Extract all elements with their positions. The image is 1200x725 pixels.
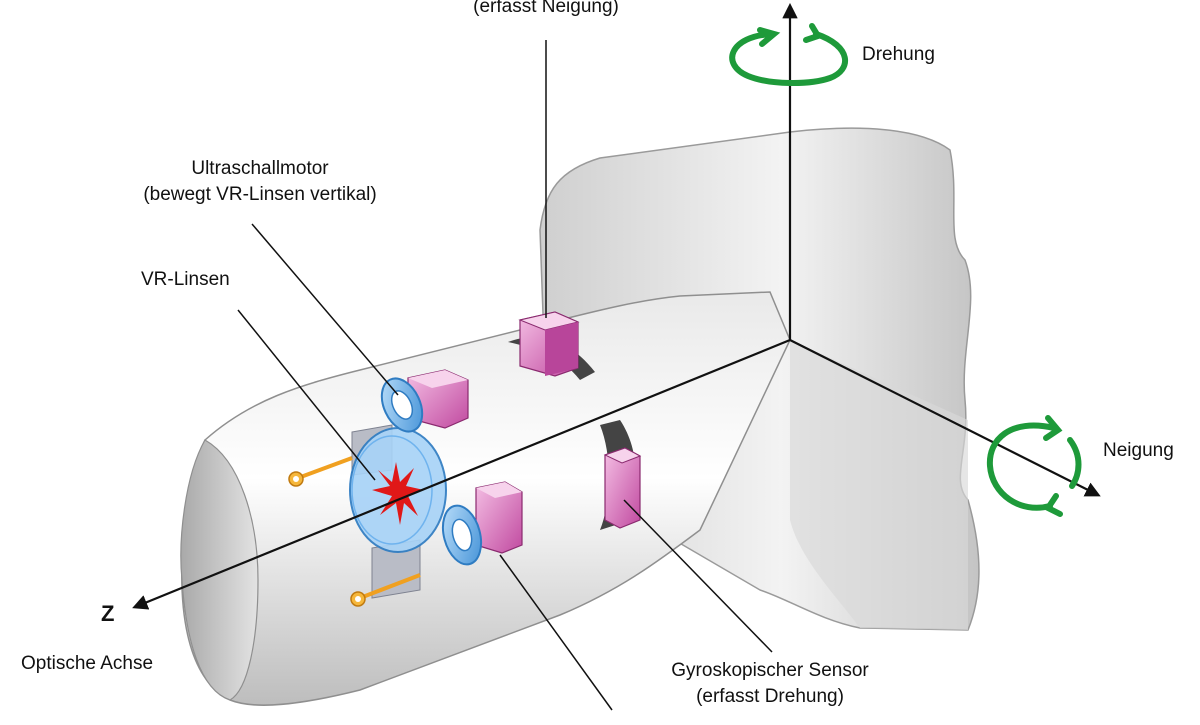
- motor-label-line1: Ultraschallmotor: [191, 158, 329, 179]
- gyro-label-line1: Gyroskopischer Sensor: [671, 660, 869, 681]
- vr-lenses-label: VR-Linsen: [141, 269, 230, 290]
- gyro-label-line2: (erfasst Drehung): [696, 686, 844, 707]
- shaft-bottom-icon: [350, 573, 421, 607]
- motor-label-line2: (bewegt VR-Linsen vertikal): [143, 184, 377, 205]
- rotation-arrow-icon: [729, 23, 848, 86]
- side-gyro-sensor: [603, 447, 642, 529]
- motor-block-bottom: [475, 481, 523, 554]
- top-sensor-caption: (erfasst Neigung): [473, 0, 619, 17]
- optical-axis-line: [132, 338, 791, 610]
- horizontal-axis: [789, 339, 1101, 497]
- tilt-arrow-icon: [986, 415, 1082, 517]
- shaft-top-icon: [288, 456, 353, 487]
- leader-lines: [237, 40, 773, 711]
- vr-element-icon: [372, 462, 424, 525]
- vr-lens-assembly: [288, 377, 483, 607]
- optical-axis-label: Optische Achse: [21, 653, 154, 674]
- rotation-label: Drehung: [862, 44, 935, 65]
- z-axis-label: Z: [101, 601, 115, 626]
- top-gyro-sensor: [518, 311, 580, 377]
- tilt-label: Neigung: [1103, 440, 1174, 461]
- axes: [132, 2, 1101, 610]
